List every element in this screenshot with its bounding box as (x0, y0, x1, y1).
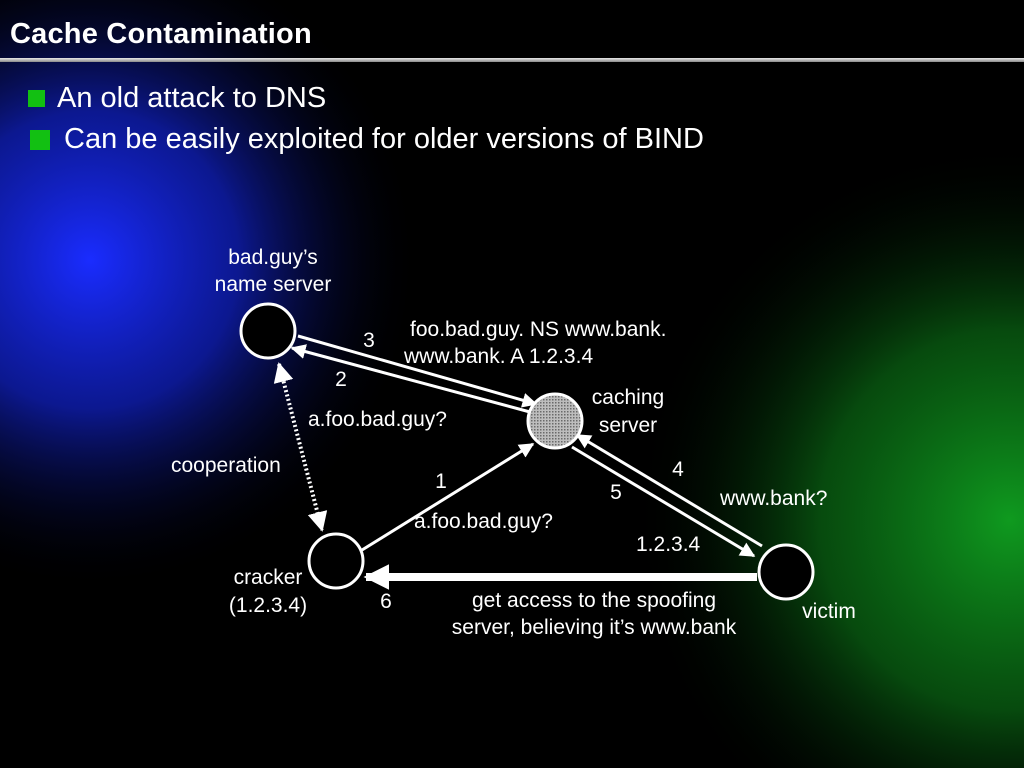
bullet-item-2: Can be easily exploited for older versio… (30, 123, 704, 156)
cooperation-label: cooperation (171, 454, 281, 477)
cracker-label-line2: (1.2.3.4) (229, 594, 307, 617)
step6-label-line1: get access to the spoofing (472, 589, 716, 612)
step3-label-line1: foo.bad.guy. NS www.bank. (410, 318, 666, 341)
step3-label-line2: www.bank. A 1.2.3.4 (403, 345, 593, 368)
victim-label: victim (802, 600, 856, 623)
bad-guy-ns-label-line1: bad.guy’s (228, 246, 318, 269)
step4-number: 4 (672, 458, 684, 481)
caching-server-label-line1: caching (592, 386, 664, 409)
step6-label-line2: server, believing it’s www.bank (452, 616, 737, 639)
cooperation-dotted-arrow (273, 362, 328, 532)
step6-number: 6 (380, 590, 392, 613)
step2-number: 2 (335, 368, 347, 391)
step2-label: a.foo.bad.guy? (308, 408, 447, 431)
cracker-label-line1: cracker (234, 566, 303, 589)
bullet-text-1: An old attack to DNS (57, 82, 327, 114)
arrow-step-3 (297, 334, 538, 408)
bullet-text-2: Can be easily exploited for older versio… (64, 123, 704, 155)
caching-server-label-line2: server (599, 414, 657, 437)
cracker-node (307, 532, 365, 590)
arrow-step-2 (290, 344, 531, 414)
green-square-bullet-icon (30, 129, 50, 150)
step5-label: 1.2.3.4 (636, 533, 701, 556)
arrow-step-1 (361, 442, 535, 552)
arrow-step-4 (575, 433, 763, 548)
caching-server-node (526, 392, 584, 450)
step1-number: 1 (435, 470, 447, 493)
arrow-step-5 (571, 445, 756, 558)
bad-guy-ns-label-line2: name server (215, 273, 332, 296)
bullet-item-1: An old attack to DNS (28, 82, 326, 115)
victim-node (757, 543, 815, 601)
step3-number: 3 (363, 329, 375, 352)
green-square-bullet-icon (28, 90, 45, 107)
title-divider (0, 58, 1024, 62)
step4-label: www.bank? (719, 487, 827, 510)
step5-number: 5 (610, 481, 622, 504)
slide-title: Cache Contamination (10, 18, 312, 50)
step1-label: a.foo.bad.guy? (414, 510, 553, 533)
bad-guy-name-server-node (239, 302, 297, 360)
